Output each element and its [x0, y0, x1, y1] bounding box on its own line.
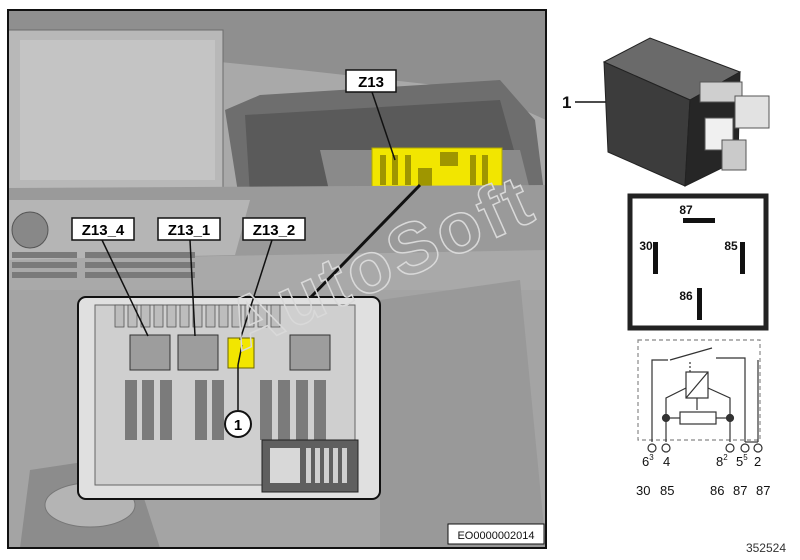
pin-85-bar — [740, 242, 745, 274]
figure-number: 352524 — [746, 541, 786, 555]
pin-number-5: 87 — [756, 483, 770, 498]
terminal-4: 55 — [736, 453, 748, 469]
callout-z13-label: Z13 — [358, 74, 384, 91]
pin-number-row: 30 85 86 87 87 — [636, 483, 770, 498]
image-code: EO0000002014 — [457, 530, 534, 542]
pin-number-1: 30 — [636, 483, 650, 498]
terminal-1: 63 — [642, 453, 654, 469]
pin-86-label: 86 — [679, 289, 693, 303]
callout-z13-4: Z13_4 — [71, 217, 135, 241]
callout-z13-4-label: Z13_4 — [82, 222, 125, 239]
callout-z13-1: Z13_1 — [157, 217, 221, 241]
pin-number-2: 85 — [660, 483, 674, 498]
relay-item-label: 1 — [562, 93, 571, 112]
image-code-box: EO0000002014 — [447, 523, 545, 545]
item-marker-circle: 1 — [224, 410, 252, 438]
photo-frame — [7, 9, 547, 549]
pin-87-bar — [683, 218, 715, 223]
fuse-box-inset — [77, 91, 396, 500]
terminal-3: 82 — [716, 453, 728, 469]
callout-z13: Z13 — [345, 69, 397, 93]
callout-z13-2-label: Z13_2 — [253, 222, 296, 239]
callout-z13-1-label: Z13_1 — [168, 222, 211, 239]
terminal-5: 2 — [754, 454, 761, 469]
terminal-2: 4 — [663, 454, 670, 469]
pin-layout-diagram: 87 30 85 86 — [627, 193, 769, 331]
relay-illustration: 1 — [562, 37, 770, 187]
pin-85-label: 85 — [724, 239, 738, 253]
pin-30-bar — [653, 242, 658, 274]
pin-number-4: 87 — [733, 483, 747, 498]
relay-schematic — [637, 339, 763, 453]
pin-30-label: 30 — [639, 239, 653, 253]
item-marker-label: 1 — [234, 417, 242, 434]
terminal-labels: 63 4 82 55 2 — [642, 453, 761, 469]
callout-z13-2: Z13_2 — [242, 217, 306, 241]
pin-number-3: 86 — [710, 483, 724, 498]
pin-86-bar — [697, 288, 702, 320]
pin-87-label: 87 — [679, 203, 693, 217]
